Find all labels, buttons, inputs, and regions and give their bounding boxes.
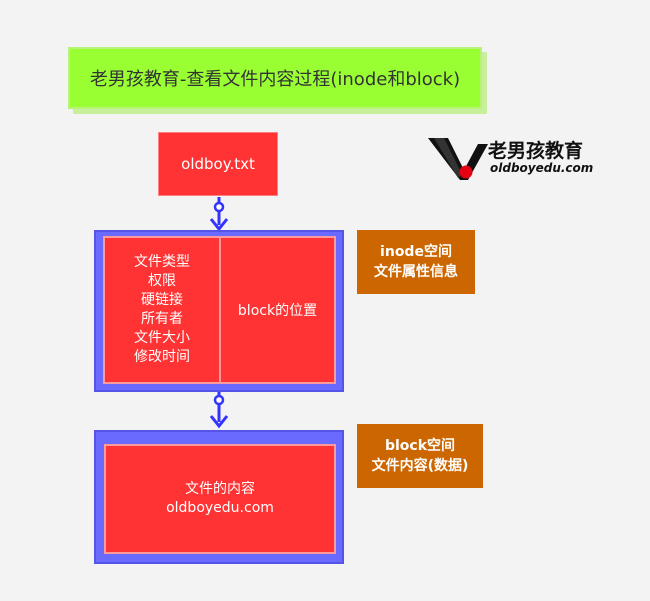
- connector-arrow-1: [209, 197, 229, 232]
- file-name: oldboy.txt: [181, 155, 255, 173]
- block-label-line2: 文件内容(数据): [371, 458, 469, 474]
- diagram-title-text: 老男孩教育-查看文件内容过程(inode和block): [89, 69, 461, 90]
- inode-label-line1: inode空间: [380, 244, 452, 260]
- attr-owner: 所有者: [141, 311, 183, 327]
- logo-name: 老男孩教育: [488, 140, 584, 162]
- inode-attributes-cell: 文件类型 权限 硬链接 所有者 文件大小 修改时间: [103, 236, 221, 384]
- block-label: block空间 文件内容(数据): [357, 424, 483, 488]
- block-position-text: block的位置: [237, 303, 318, 319]
- block-content-line1: 文件的内容: [185, 481, 255, 497]
- diagram-title: 老男孩教育-查看文件内容过程(inode和block): [68, 47, 482, 109]
- inode-label-line2: 文件属性信息: [374, 264, 458, 280]
- connector-arrow-2: [209, 392, 229, 429]
- logo-domain: oldboyedu.com: [490, 161, 594, 175]
- attr-modify-time: 修改时间: [134, 349, 190, 365]
- attr-hard-link: 硬链接: [141, 292, 183, 308]
- attr-file-type: 文件类型: [134, 254, 190, 270]
- inode-label: inode空间 文件属性信息: [357, 230, 475, 294]
- attr-permission: 权限: [148, 273, 176, 289]
- block-content-line2: oldboyedu.com: [166, 500, 274, 516]
- file-node: oldboy.txt: [158, 132, 278, 196]
- block-content-cell: 文件的内容 oldboyedu.com: [104, 444, 336, 554]
- block-position-cell: block的位置: [219, 236, 336, 384]
- attr-file-size: 文件大小: [134, 330, 190, 346]
- oldboy-logo-icon: [428, 138, 488, 180]
- block-label-line1: block空间: [384, 438, 456, 454]
